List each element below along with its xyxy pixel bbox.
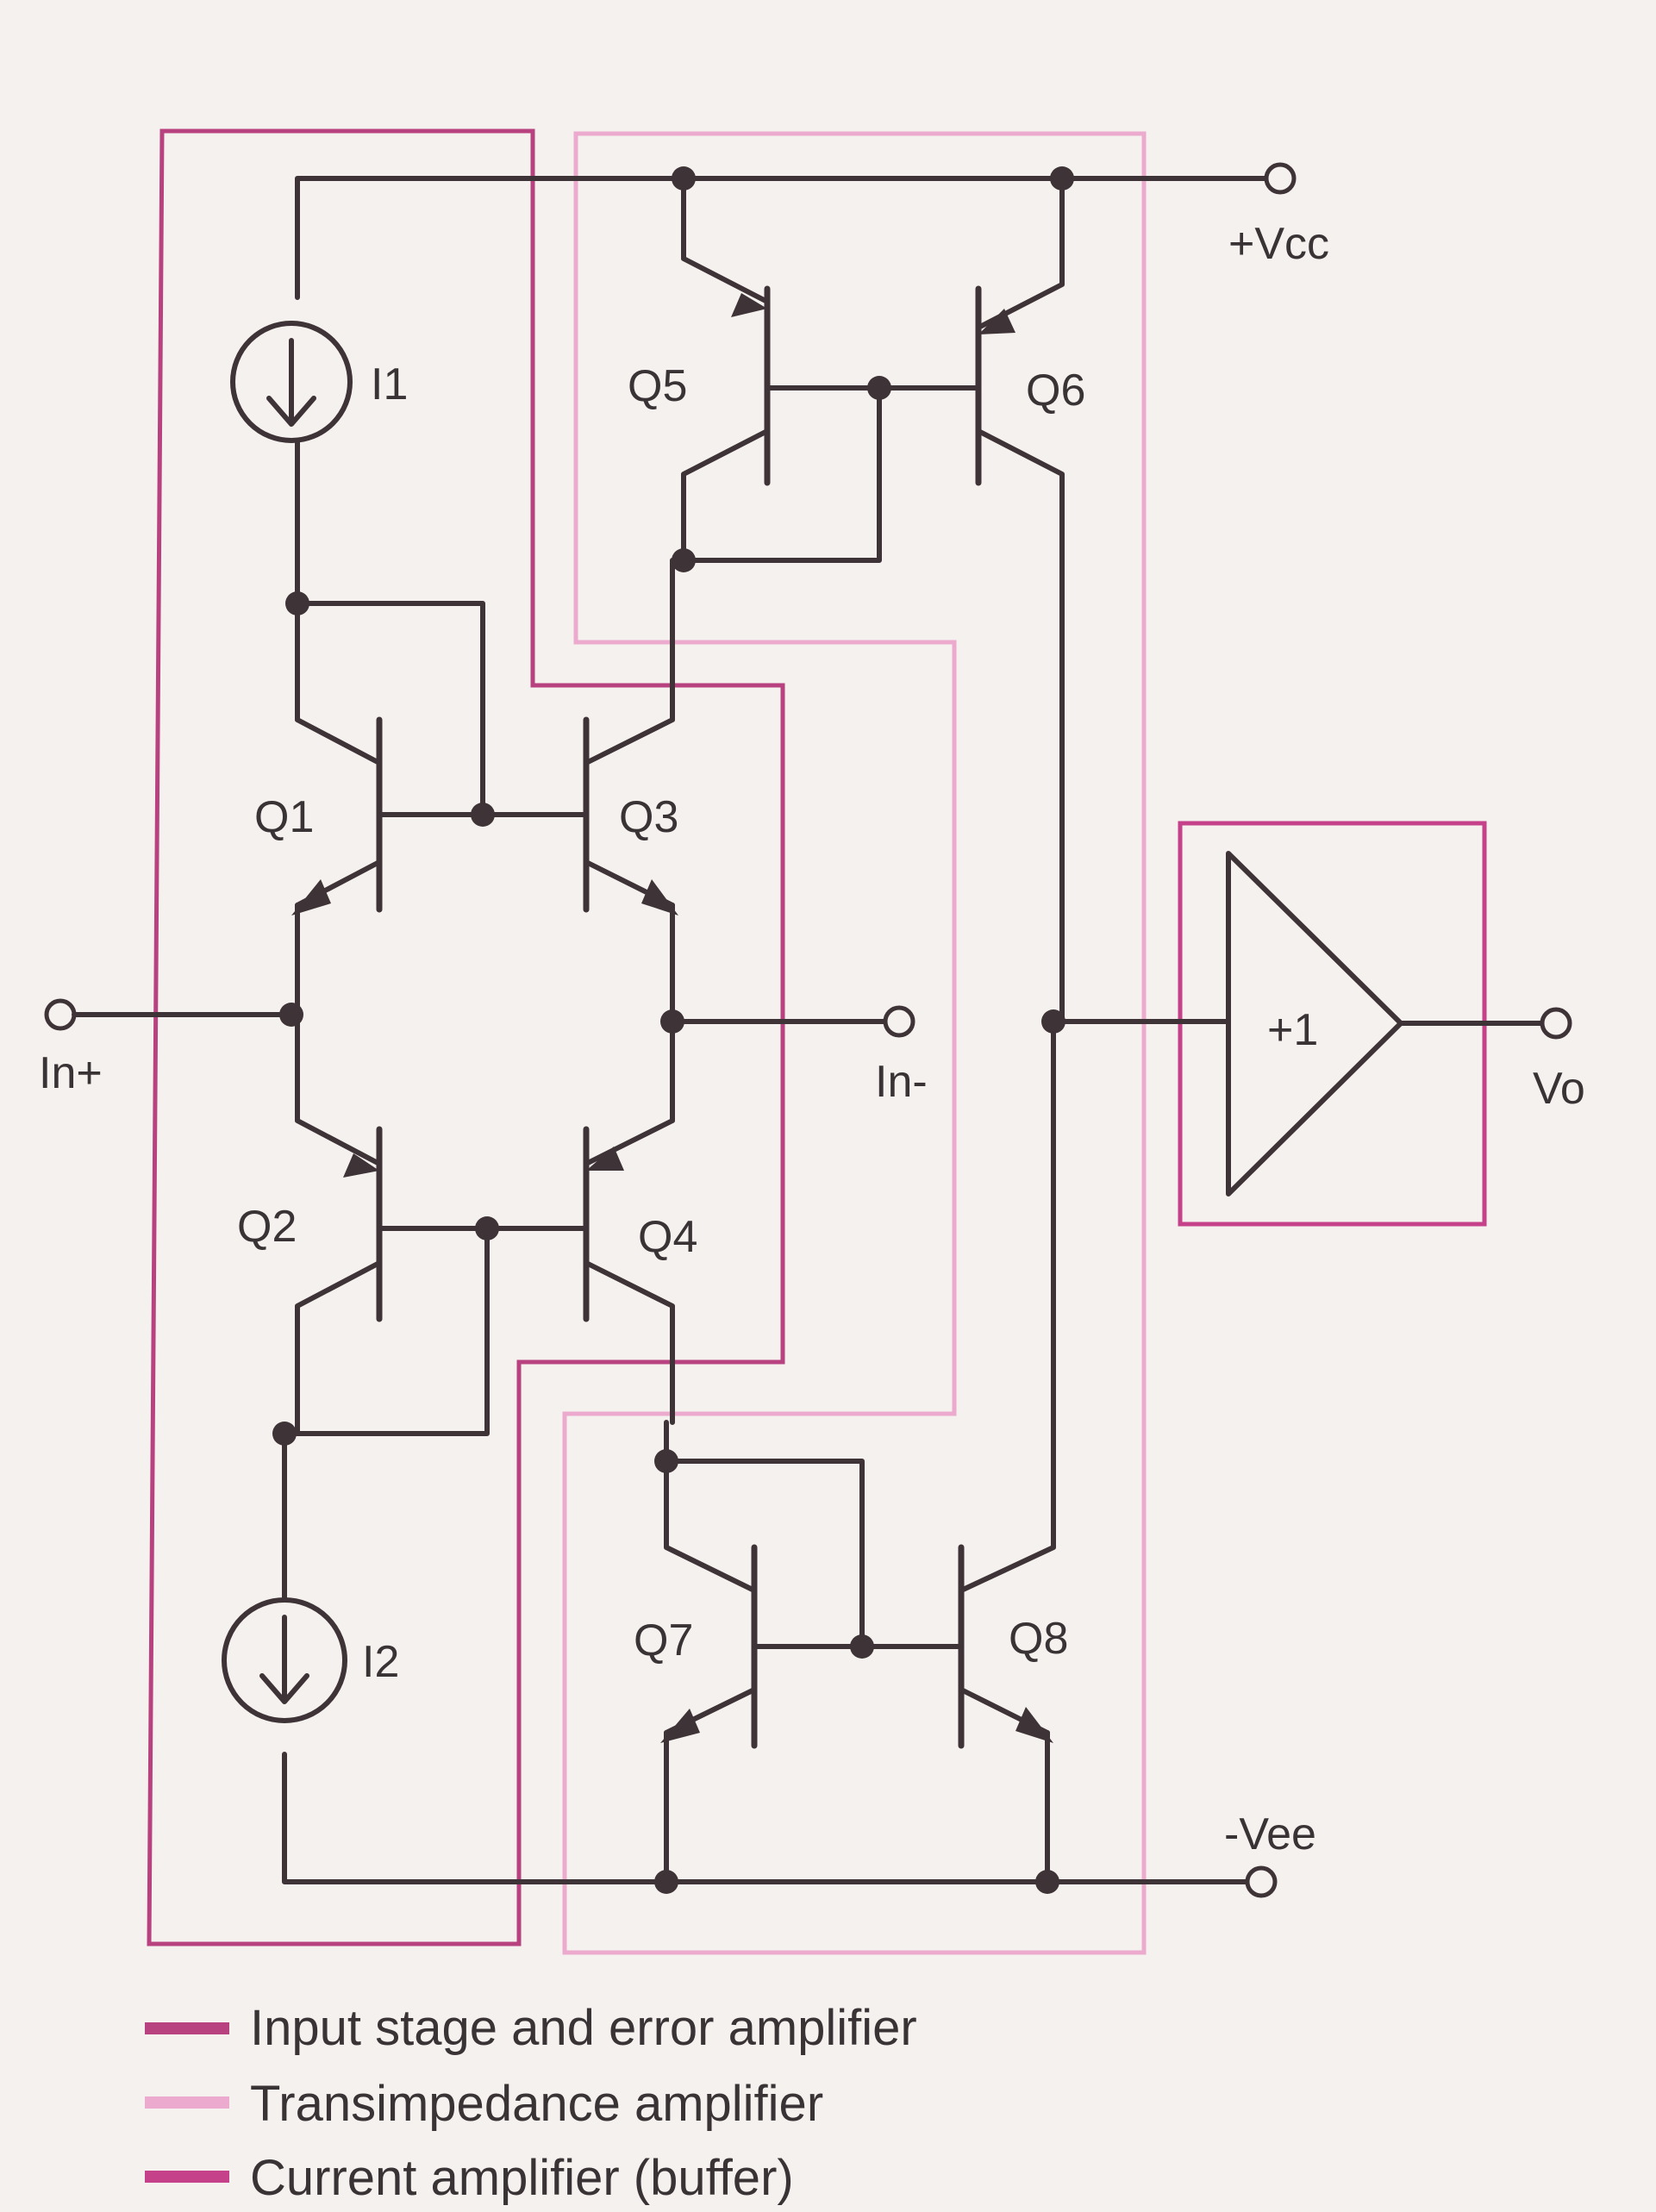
i2-label: I2: [362, 1637, 399, 1687]
input-in-plus: In+: [39, 998, 303, 1098]
q5-label: Q5: [628, 361, 687, 411]
transistor-q2: Q2: [237, 1012, 383, 1436]
legend-label-buffer: Current amplifier (buffer): [250, 2150, 794, 2206]
transistor-q5: Q5: [628, 176, 771, 563]
q7-emitter-arrow-icon: [660, 1709, 700, 1743]
q7-collector-node: [654, 1449, 678, 1473]
input-in-minus: In-: [660, 1005, 928, 1107]
q3-label: Q3: [619, 792, 678, 842]
i1-symbol-circle: [230, 321, 353, 443]
legend-label-input-stage: Input stage and error amplifier: [250, 2000, 917, 2056]
q6-label: Q6: [1026, 366, 1085, 416]
in-plus-terminal[interactable]: [44, 998, 77, 1031]
vcc-rail: +Vcc: [295, 162, 1329, 300]
q2-q4-base-link: [272, 1216, 589, 1446]
buffer-gain-label: +1: [1267, 1005, 1318, 1055]
i1-label: I1: [371, 359, 408, 409]
vee-rail: -Vee: [282, 1752, 1316, 1898]
legend-swatch-buffer: [145, 2171, 229, 2183]
vee-terminal[interactable]: [1245, 1865, 1278, 1898]
top-bias-network: [285, 591, 485, 817]
legend-item-input-stage: Input stage and error amplifier: [145, 2000, 917, 2056]
q8-label: Q8: [1009, 1614, 1068, 1664]
in-minus-terminal[interactable]: [883, 1005, 915, 1038]
unity-buffer: +1 Vo: [1226, 851, 1585, 1197]
vcc-label: +Vcc: [1228, 219, 1329, 269]
i2-node: [272, 1422, 297, 1446]
output-node: [1041, 1009, 1231, 1034]
i2-arrow-icon: [259, 1615, 309, 1704]
transistor-q6: Q6: [975, 176, 1085, 1024]
i2-symbol-circle: [222, 1597, 347, 1723]
q7-label: Q7: [634, 1615, 693, 1665]
q1-label: Q1: [254, 792, 314, 842]
q1-q3-base-node: [471, 803, 495, 827]
q1-q3-base-link: [377, 803, 589, 827]
q5-emitter-arrow-icon: [731, 293, 767, 317]
i1-arrow-icon: [266, 338, 316, 427]
q8-emitter-arrow-icon: [1015, 1707, 1053, 1743]
q5-collector-node: [672, 548, 696, 572]
legend-item-buffer: Current amplifier (buffer): [145, 2150, 794, 2206]
vo-label: Vo: [1533, 1064, 1585, 1114]
transimpedance-box-top: [562, 131, 1147, 1955]
q7-q8-mirror-link: [654, 1449, 964, 1659]
q2-label: Q2: [237, 1202, 297, 1252]
q2-emitter-arrow-icon: [343, 1153, 379, 1178]
q5-q6-mirror-link: [672, 376, 981, 572]
vcc-terminal[interactable]: [1264, 162, 1297, 195]
current-source-i1: I1: [230, 321, 408, 606]
legend-swatch-input-stage: [145, 2022, 229, 2034]
buffer-triangle-icon: [1226, 851, 1403, 1197]
q6-emitter-arrow-icon: [978, 309, 1015, 334]
transistor-q3: Q3: [583, 558, 678, 1017]
legend-item-transimpedance: Transimpedance amplifier: [145, 2076, 823, 2132]
legend: Input stage and error amplifier Transimp…: [145, 2000, 917, 2206]
q3-emitter-arrow-icon: [641, 879, 678, 915]
vee-label: -Vee: [1224, 1809, 1316, 1859]
in-plus-label: In+: [39, 1048, 103, 1098]
transistor-q7: Q7: [634, 1420, 758, 1884]
vo-terminal[interactable]: [1540, 1007, 1572, 1040]
q1-emitter-arrow-icon: [291, 879, 331, 915]
current-source-i2: I2: [222, 1431, 399, 1723]
transistor-q1: Q1: [254, 716, 383, 1017]
transistor-q4: Q4: [583, 1019, 697, 1425]
q4-label: Q4: [638, 1212, 697, 1262]
input-stage-box: [147, 128, 785, 1946]
in-minus-label: In-: [875, 1057, 928, 1107]
transistor-q8: Q8: [958, 1019, 1068, 1884]
legend-label-transimpedance: Transimpedance amplifier: [250, 2076, 823, 2132]
legend-swatch-transimpedance: [145, 2096, 229, 2109]
q4-emitter-arrow-icon: [586, 1147, 624, 1171]
